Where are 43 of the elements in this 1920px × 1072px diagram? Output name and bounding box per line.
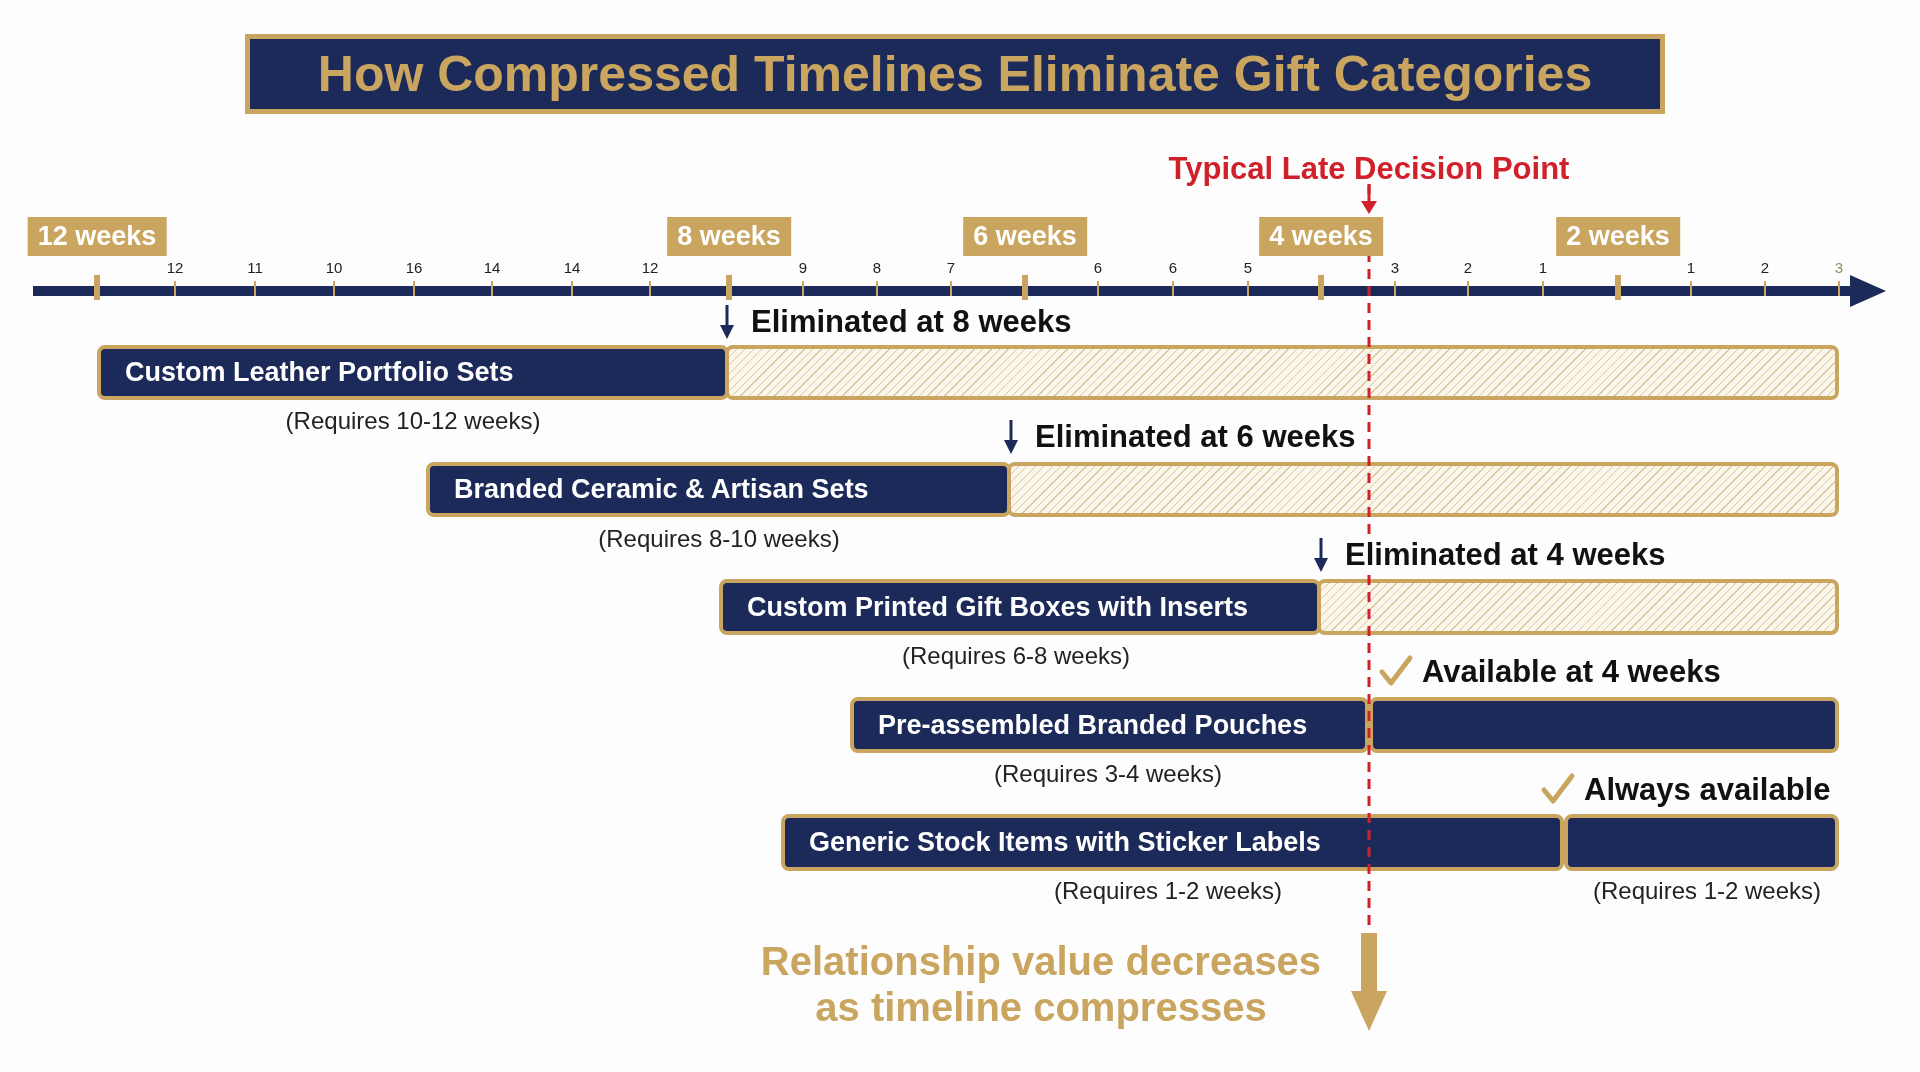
tick-label: 10 xyxy=(325,258,343,276)
conclusion-text: Relationship value decreases as timeline compresses xyxy=(759,938,1323,1030)
tick-label: 6 xyxy=(1093,258,1103,276)
requirement-note: (Requires 3-4 weeks) xyxy=(993,760,1223,788)
eliminated-bar xyxy=(725,345,1839,400)
tick-label: 12 xyxy=(166,258,184,276)
gift-category-bar: Pre-assembled Branded Pouches xyxy=(850,697,1369,753)
eliminated-bar xyxy=(1317,579,1839,635)
week-marker-tag: 6 weeks xyxy=(963,217,1087,256)
tick-label: 9 xyxy=(798,258,808,276)
tick-label: 1 xyxy=(1538,258,1548,276)
requirement-note: (Requires 8-10 weeks) xyxy=(598,525,840,553)
eliminated-bar xyxy=(1007,462,1839,517)
week-marker-tag: 12 weeks xyxy=(27,217,167,256)
tick-label: 3 xyxy=(1834,258,1844,276)
tick-label: 14 xyxy=(563,258,581,276)
decision-point-label: Typical Late Decision Point xyxy=(1168,151,1570,187)
gift-category-bar: Generic Stock Items with Sticker Labels xyxy=(781,814,1564,871)
tick-label: 3 xyxy=(1390,258,1400,276)
available-bar xyxy=(1564,814,1839,871)
requirement-note: (Requires 1-2 weeks) xyxy=(1053,877,1283,905)
tick-label: 14 xyxy=(483,258,501,276)
tick-label: 16 xyxy=(405,258,423,276)
tick-label: 1 xyxy=(1686,258,1696,276)
week-marker-tag: 8 weeks xyxy=(667,217,791,256)
tick-label: 8 xyxy=(872,258,882,276)
tick-label: 2 xyxy=(1463,258,1473,276)
tick-label: 2 xyxy=(1760,258,1770,276)
tick-label: 11 xyxy=(247,258,263,276)
tick-label: 7 xyxy=(946,258,956,276)
requirement-note: (Requires 1-2 weeks) xyxy=(1592,877,1822,905)
tick-label: 12 xyxy=(641,258,659,276)
tick-label: 6 xyxy=(1168,258,1178,276)
requirement-note: (Requires 10-12 weeks) xyxy=(285,407,541,435)
gift-category-bar: Branded Ceramic & Artisan Sets xyxy=(426,462,1011,517)
week-marker-tag: 2 weeks xyxy=(1556,217,1680,256)
requirement-note: (Requires 6-8 weeks) xyxy=(901,642,1131,670)
tick-label: 5 xyxy=(1243,258,1253,276)
week-marker-tag: 4 weeks xyxy=(1259,217,1383,256)
title-banner: How Compressed Timelines Eliminate Gift Categories xyxy=(245,34,1665,114)
gift-category-bar: Custom Leather Portfolio Sets xyxy=(97,345,729,400)
gift-category-bar: Custom Printed Gift Boxes with Inserts xyxy=(719,579,1321,635)
available-bar xyxy=(1369,697,1839,753)
